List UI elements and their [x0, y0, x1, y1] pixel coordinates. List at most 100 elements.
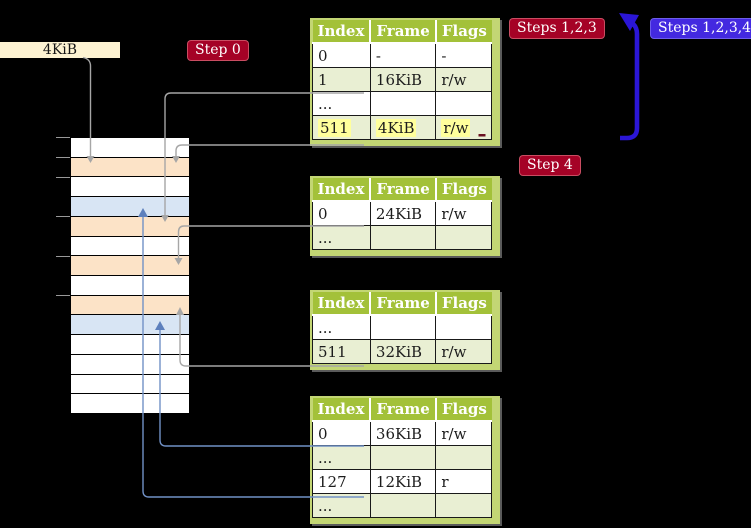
cell-frame: 16KiB: [369, 67, 437, 92]
memory-frame-white: [71, 276, 189, 296]
cell-flags: r/w: [435, 339, 493, 364]
steps-123-badge: Steps 1,2,3: [509, 18, 605, 39]
cell-index: 0: [312, 200, 371, 226]
memory-address-tick: [56, 256, 70, 257]
page-table-level2: Index Frame Flags ... 511 32KiB r/w: [310, 290, 501, 370]
cell-frame: [369, 225, 437, 250]
highlighted-value: r/w: [441, 118, 471, 137]
table-row: 0 24KiB r/w: [312, 200, 493, 226]
memory-frame-white: [71, 335, 189, 355]
highlighted-value: 511: [318, 118, 351, 137]
column-header-flags: Flags: [434, 20, 492, 44]
table-row: 127 12KiB r: [312, 469, 493, 494]
page-table-level3: Index Frame Flags 0 24KiB r/w ...: [310, 176, 501, 256]
table-header-row: Index Frame Flags: [312, 20, 492, 44]
column-header-flags: Flags: [434, 292, 492, 316]
table-header-row: Index Frame Flags: [312, 292, 492, 316]
memory-frame-blue: [71, 197, 189, 217]
cell-index: 511: [312, 339, 371, 364]
cell-index: ...: [312, 445, 371, 470]
table-row-recursive-entry: 511 4KiB r/w: [312, 115, 493, 140]
cell-index: ...: [312, 314, 371, 340]
column-header-index: Index: [312, 398, 371, 422]
column-header-frame: Frame: [369, 398, 436, 422]
physical-memory-strip: [70, 137, 190, 414]
step-4-badge: Step 4: [519, 155, 581, 176]
cell-frame: [369, 314, 437, 340]
cell-flags: -: [435, 42, 493, 68]
cell-frame: -: [369, 42, 437, 68]
cell-flags: [435, 445, 493, 470]
memory-frame-orange: [71, 256, 189, 277]
arrow-l4e511-to-frame4: [175, 144, 364, 156]
table-header-row: Index Frame Flags: [312, 178, 492, 202]
recursive-loop-arrow: [620, 18, 640, 141]
column-header-flags: Flags: [434, 398, 492, 422]
highlighted-value: 4KiB: [375, 118, 417, 137]
table-row: ...: [312, 91, 493, 116]
memory-frame-orange: [71, 295, 189, 316]
cell-index: 127: [312, 469, 371, 494]
table-row: 0 36KiB r/w: [312, 420, 493, 446]
memory-frame-white: [71, 374, 189, 395]
cell-frame: 36KiB: [369, 420, 437, 446]
cell-index: 511: [312, 115, 371, 140]
column-header-frame: Frame: [369, 178, 436, 202]
cell-frame: [369, 493, 437, 518]
cell-frame: 4KiB: [369, 115, 437, 140]
column-header-frame: Frame: [369, 20, 436, 44]
memory-frame-blue: [71, 315, 189, 336]
cell-flags: r/w: [435, 200, 493, 226]
table-row: ...: [312, 314, 493, 340]
cell-flags: r: [435, 469, 493, 494]
memory-address-tick: [56, 177, 70, 178]
table-row: ...: [312, 225, 493, 250]
steps-1234-badge: Steps 1,2,3,4: [650, 18, 751, 39]
table-row: ...: [312, 445, 493, 470]
cell-frame: [369, 445, 437, 470]
memory-frame-white: [71, 177, 189, 198]
memory-address-tick: [56, 157, 70, 158]
memory-address-tick: [56, 137, 70, 138]
memory-frame-orange: [71, 157, 189, 178]
memory-frame-white: [71, 138, 189, 158]
cell-flags: [435, 493, 493, 518]
arrowhead-upleft-icon: [619, 13, 639, 31]
table-row: 1 16KiB r/w: [312, 67, 493, 92]
cell-flags: r/w: [435, 420, 493, 446]
memory-address-tick: [56, 295, 70, 296]
column-header-flags: Flags: [434, 178, 492, 202]
cell-index: ...: [312, 225, 371, 250]
cell-frame: [369, 91, 437, 116]
cell-flags: r/w: [435, 115, 493, 140]
column-header-index: Index: [312, 178, 371, 202]
cell-index: ...: [312, 493, 371, 518]
column-header-index: Index: [312, 20, 371, 44]
memory-frame-white: [71, 394, 189, 414]
table-row: 511 32KiB r/w: [312, 339, 493, 364]
cell-index: 0: [312, 420, 371, 446]
memory-frame-white: [71, 236, 189, 257]
frame-size-label: 4KiB: [0, 42, 120, 58]
cell-frame: 32KiB: [369, 339, 437, 364]
page-table-level4: Index Frame Flags 0 - - 1 16KiB r/w ...: [310, 18, 501, 146]
cell-flags: r/w: [435, 67, 493, 92]
table-row: ...: [312, 493, 493, 518]
memory-frame-orange: [71, 216, 189, 237]
cell-flags: [435, 314, 493, 340]
cell-index: 1: [312, 67, 371, 92]
cell-flags: [435, 91, 493, 116]
step-0-badge: Step 0: [187, 40, 249, 61]
page-table-level1: Index Frame Flags 0 36KiB r/w ... 127 12…: [310, 396, 501, 524]
cell-frame: 24KiB: [369, 200, 437, 226]
column-header-frame: Frame: [369, 292, 436, 316]
table-row: 0 - -: [312, 42, 493, 68]
cell-frame: 12KiB: [369, 469, 437, 494]
column-header-index: Index: [312, 292, 371, 316]
memory-frame-white: [71, 354, 189, 375]
memory-address-tick: [56, 216, 70, 217]
cell-index: ...: [312, 91, 371, 116]
cell-index: 0: [312, 42, 371, 68]
table-header-row: Index Frame Flags: [312, 398, 492, 422]
